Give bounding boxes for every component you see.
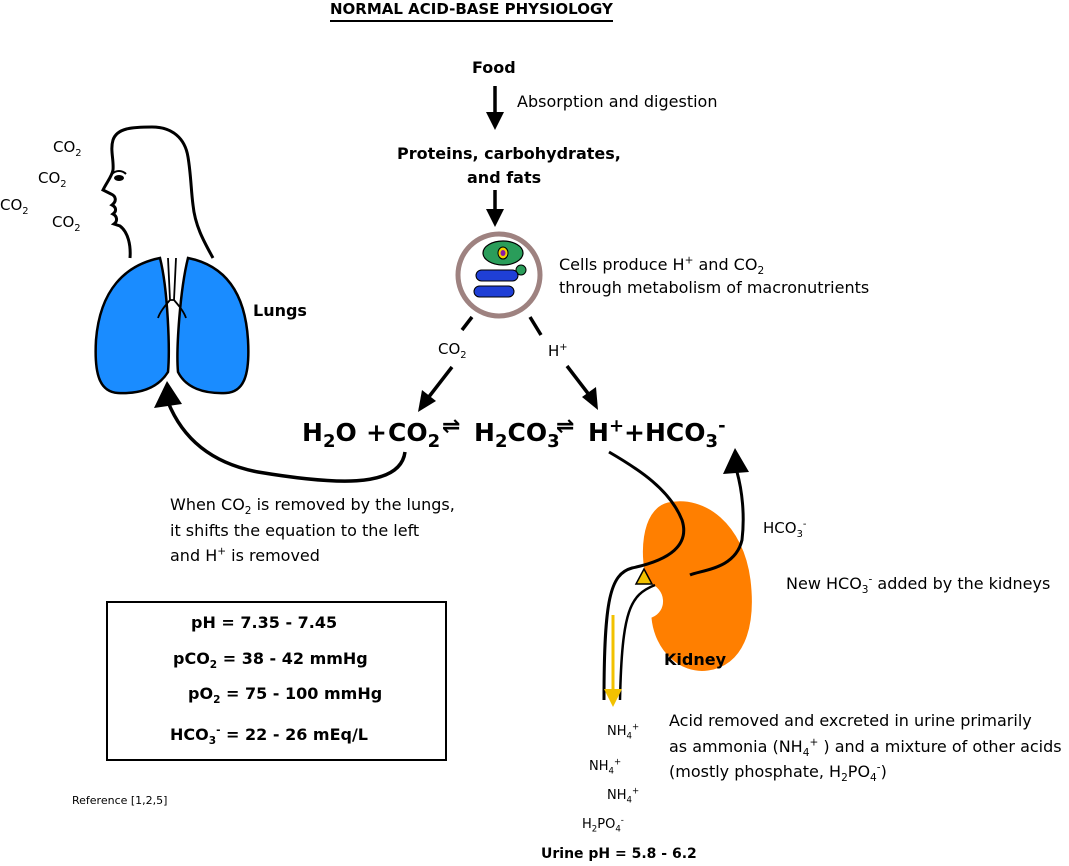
co2-to-lungs-arrow [154, 381, 407, 483]
equation-hco3: HCO3- [645, 415, 726, 452]
lungs-icon [94, 256, 250, 395]
food-label: Food [472, 58, 516, 77]
cells-line1: Cells produce H+ and CO2 [559, 254, 765, 278]
page-title: NORMAL ACID-BASE PHYSIOLOGY [330, 0, 613, 22]
equation-hplus: H+ [588, 415, 625, 447]
equation-h2co3: H2CO3 [474, 418, 560, 452]
pco2-value: pCO2 = 38 - 42 mmHg [173, 649, 368, 672]
acid-note-line3: (mostly phosphate, H2PO4-) [669, 761, 887, 785]
new-hco3-label: New HCO3- added by the kidneys [786, 573, 1051, 597]
exhaled-co2-label: CO2 [53, 138, 82, 159]
lung-note-line2: it shifts the equation to the left [170, 521, 420, 540]
cell-co2-arrow [418, 315, 474, 412]
acid-note-line1: Acid removed and excreted in urine prima… [669, 711, 1032, 730]
normal-values-box [106, 601, 447, 761]
macros-line1: Proteins, carbohydrates, [397, 144, 621, 163]
equation-plus: + [366, 418, 387, 447]
urine-nh4-label: NH4+ [607, 786, 640, 806]
kidney-hco3-label: HCO3- [763, 519, 807, 540]
ph-value: pH = 7.35 - 7.45 [191, 613, 338, 632]
urine-arrow [604, 615, 622, 707]
urine-ph-label: Urine pH = 5.8 - 6.2 [541, 846, 697, 862]
equation-arrow: ⇌ [556, 414, 575, 439]
exhaled-co2-label: CO2 [52, 213, 81, 234]
absorption-label: Absorption and digestion [517, 92, 718, 111]
cell-h-arrow [528, 316, 598, 410]
macros-line2: and fats [467, 168, 542, 187]
lung-note-line3: and H+ is removed [170, 545, 320, 565]
kidney-marker-icon [634, 567, 654, 585]
eye-icon [114, 175, 124, 181]
urine-nh4-label: NH4+ [607, 722, 640, 742]
exhaled-co2-label: CO2 [38, 169, 67, 190]
equation-co2: CO2 [388, 418, 441, 452]
hco3-value: HCO3- = 22 - 26 mEq/L [170, 724, 368, 748]
kidney-icon [642, 501, 752, 671]
urine-nh4-label: NH4+ [589, 757, 622, 777]
kidney-label: Kidney [664, 650, 727, 669]
equation-plus: + [624, 418, 645, 447]
food-arrow [486, 86, 504, 130]
lungs-label: Lungs [253, 301, 307, 320]
equation-arrow: ⇌ [442, 414, 461, 439]
h-to-urine-path [602, 450, 745, 701]
macros-arrow [486, 190, 504, 227]
reference-label: Reference [1,2,5] [72, 794, 168, 807]
hco3-return-arrowhead [723, 448, 749, 474]
urine-h2po4-label: H2PO4- [582, 815, 624, 835]
co2-arrow-label: CO2 [438, 340, 467, 361]
lung-note-line1: When CO2 is removed by the lungs, [170, 495, 455, 518]
cell-icon [455, 231, 543, 319]
human-head-icon [100, 125, 215, 259]
po2-value: pO2 = 75 - 100 mmHg [188, 684, 383, 707]
cells-line2: through metabolism of macronutrients [559, 278, 870, 297]
exhaled-co2-label: CO2 [0, 196, 29, 217]
equation-h2o: H2O [302, 418, 357, 452]
acid-note-line2: as ammonia (NH4+ ) and a mixture of othe… [669, 736, 1062, 760]
h-arrow-label: H+ [548, 342, 568, 360]
